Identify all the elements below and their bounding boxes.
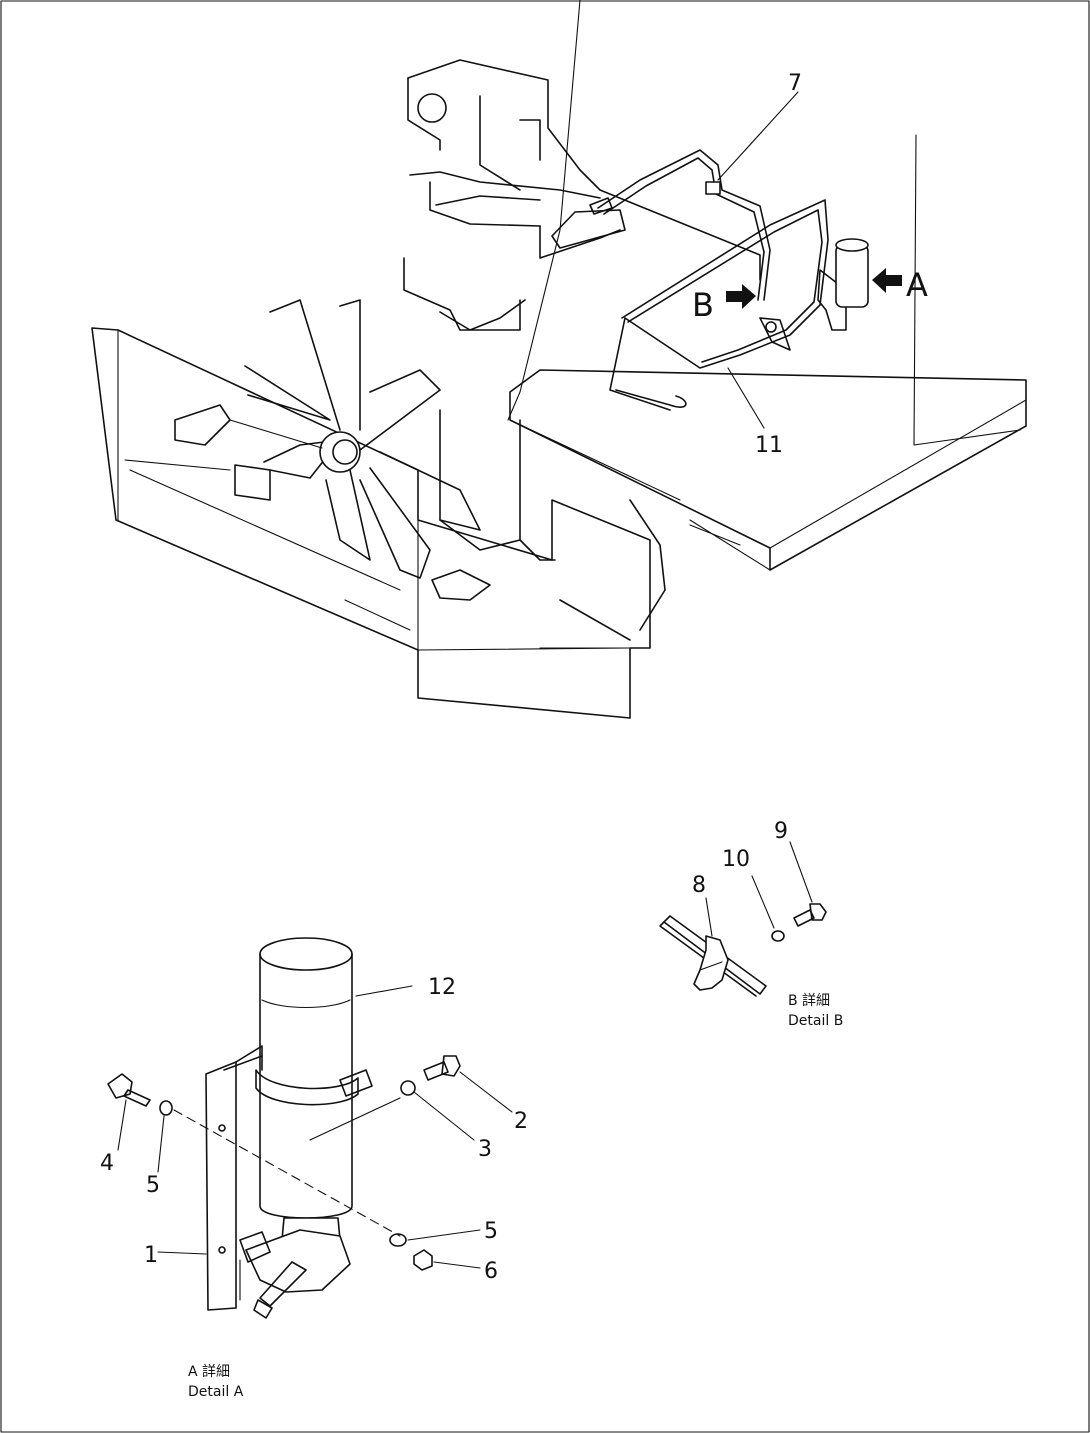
leader-5-left <box>157 1115 165 1173</box>
leader-6 <box>433 1261 481 1269</box>
detail-b-view <box>659 903 827 997</box>
view-marker-a: A <box>906 266 928 304</box>
callout-1: 1 <box>144 1243 158 1268</box>
callout-9: 9 <box>774 819 788 844</box>
callout-7: 7 <box>788 71 802 96</box>
leader-9 <box>789 841 813 903</box>
machine-frame <box>91 134 1027 719</box>
leader-4 <box>117 1099 127 1151</box>
callout-10: 10 <box>722 847 750 872</box>
leader-1 <box>157 1251 207 1255</box>
view-marker-b: B <box>692 286 714 324</box>
detail-a-caption-jp: A 詳細 <box>188 1364 230 1380</box>
callout-6: 6 <box>484 1259 498 1284</box>
leader-11 <box>727 367 765 429</box>
leader-2 <box>459 1071 513 1113</box>
detail-b-caption-jp: B 詳細 <box>788 993 830 1009</box>
detail-a-view <box>107 937 461 1319</box>
callout-4: 4 <box>100 1151 114 1176</box>
callout-5-right: 5 <box>484 1219 498 1244</box>
view-arrow-b: B <box>692 284 756 324</box>
leader-7 <box>717 91 799 181</box>
detail-b-caption-en: Detail B <box>788 1013 843 1029</box>
callout-5-left: 5 <box>146 1173 160 1198</box>
callout-11: 11 <box>755 433 783 458</box>
engine-block <box>124 0 761 641</box>
leader-5-right <box>407 1229 481 1241</box>
leader-3 <box>413 1091 475 1141</box>
leader-8 <box>705 897 713 937</box>
callout-8: 8 <box>692 873 706 898</box>
callout-2: 2 <box>514 1109 528 1134</box>
detail-a-caption-en: Detail A <box>188 1384 244 1400</box>
callout-12: 12 <box>428 975 456 1000</box>
leader-10 <box>751 875 775 929</box>
view-arrow-a: A <box>872 266 928 304</box>
fuel-line-routing <box>551 149 869 411</box>
leader-12 <box>355 985 413 997</box>
callout-3: 3 <box>478 1137 492 1162</box>
